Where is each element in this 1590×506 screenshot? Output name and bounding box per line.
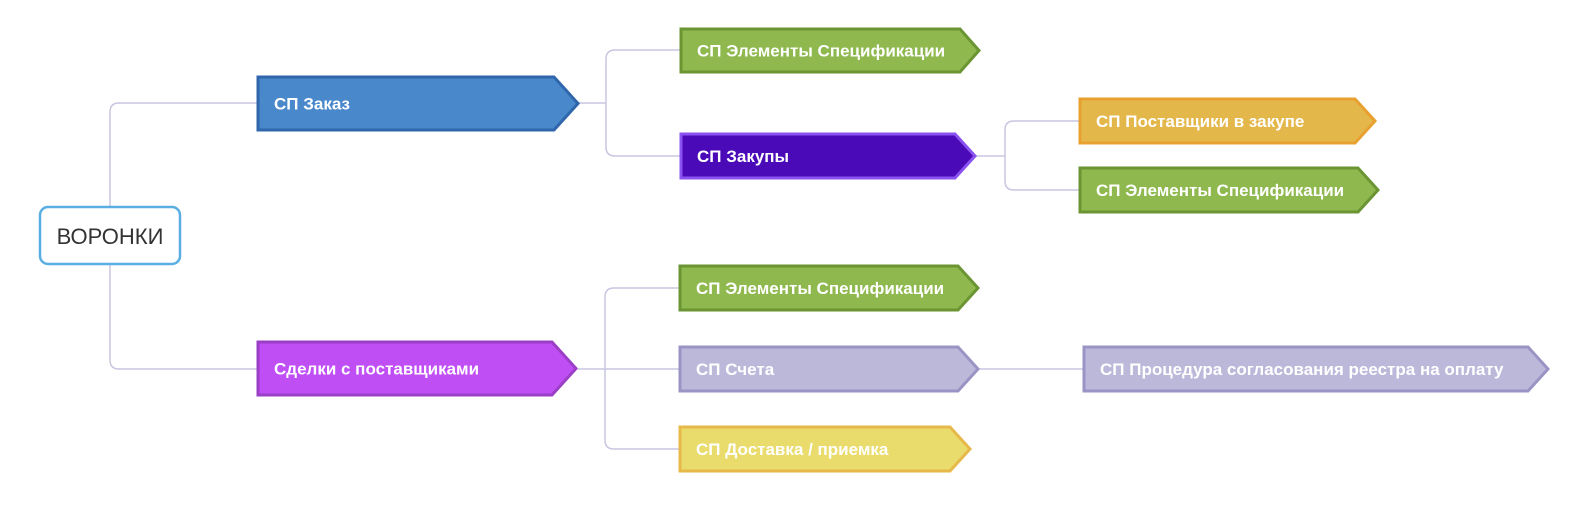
node-delivery[interactable]: СП Доставка / приемка xyxy=(678,425,973,473)
node-deals-spec[interactable]: СП Элементы Спецификации xyxy=(678,264,981,312)
connector-root-supplier-deals xyxy=(109,265,258,370)
connector-deals-spec xyxy=(604,287,680,369)
root-node-box[interactable] xyxy=(38,205,182,266)
root-node-label: ВОРОНКИ xyxy=(57,224,164,249)
node-suppliers-in-purchase-shape[interactable] xyxy=(1078,97,1378,145)
node-invoices-label: СП Счета xyxy=(696,360,775,379)
node-order-spec-shape[interactable] xyxy=(679,27,982,74)
node-purchases-label: СП Закупы xyxy=(697,147,789,166)
root-node[interactable]: ВОРОНКИ xyxy=(38,205,182,266)
node-supplier-deals-shape[interactable] xyxy=(256,340,579,397)
node-suppliers-in-purchase[interactable]: СП Поставщики в закупе xyxy=(1078,97,1378,145)
connector-purchases-spec xyxy=(1004,156,1080,191)
node-delivery-shape[interactable] xyxy=(678,425,973,473)
node-suppliers-in-purchase-label: СП Поставщики в закупе xyxy=(1096,112,1304,131)
connector-order-purchases xyxy=(605,103,681,157)
node-purchases-shape[interactable] xyxy=(679,132,978,180)
node-registry-approval-shape[interactable] xyxy=(1082,345,1551,393)
node-deals-spec-shape[interactable] xyxy=(678,264,981,312)
node-purchase-spec-shape[interactable] xyxy=(1078,166,1381,214)
node-order-label: СП Заказ xyxy=(274,95,350,114)
connectors xyxy=(109,49,1084,450)
node-purchase-spec[interactable]: СП Элементы Спецификации xyxy=(1078,166,1381,214)
connector-root-order xyxy=(109,102,258,207)
node-supplier-deals-label: Сделки с поставщиками xyxy=(274,360,479,379)
connector-purchases-suppliers xyxy=(1004,120,1080,156)
node-supplier-deals[interactable]: Сделки с поставщиками xyxy=(256,340,579,397)
node-delivery-label: СП Доставка / приемка xyxy=(696,440,889,459)
node-invoices-shape[interactable] xyxy=(678,345,981,393)
node-deals-spec-label: СП Элементы Спецификации xyxy=(696,279,944,298)
node-invoices[interactable]: СП Счета xyxy=(678,345,981,393)
node-order-spec[interactable]: СП Элементы Спецификации xyxy=(679,27,982,74)
node-order[interactable]: СП Заказ xyxy=(256,75,581,132)
node-purchases[interactable]: СП Закупы xyxy=(679,132,978,180)
node-order-spec-label: СП Элементы Спецификации xyxy=(697,42,945,61)
connector-deals-delivery xyxy=(604,369,680,450)
node-registry-approval-label: СП Процедура согласования реестра на опл… xyxy=(1100,360,1504,379)
node-registry-approval[interactable]: СП Процедура согласования реестра на опл… xyxy=(1082,345,1551,393)
node-order-shape[interactable] xyxy=(256,75,581,132)
connector-order-spec xyxy=(605,49,681,103)
node-purchase-spec-label: СП Элементы Спецификации xyxy=(1096,181,1344,200)
